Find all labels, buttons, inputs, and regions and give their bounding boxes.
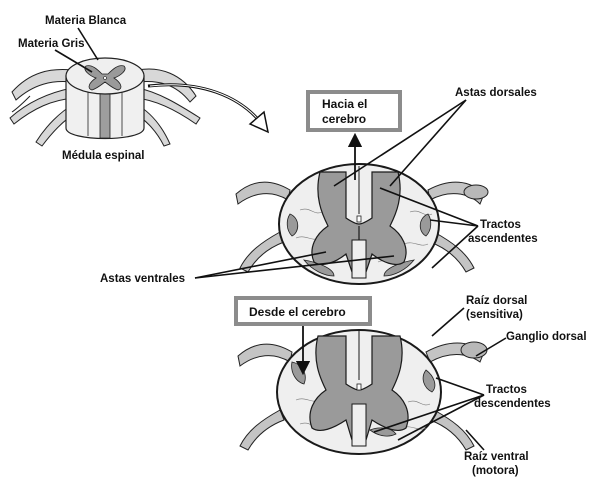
label-tractos-asc-1: Tractos: [480, 219, 521, 231]
leader-lines: [54, 27, 507, 451]
label-materia-blanca: Materia Blanca: [45, 15, 127, 27]
label-raiz-ventral-2: (motora): [472, 465, 519, 477]
cross-section-descending: [237, 329, 488, 455]
label-materia-gris: Materia Gris: [18, 38, 84, 50]
cord-segment-3d: [9, 57, 201, 147]
label-tractos-desc-1: Tractos: [486, 384, 527, 396]
cross-section-ascending: [235, 163, 489, 285]
box-desde-label: Desde el cerebro: [249, 305, 346, 319]
gray-matter-top-section: [311, 171, 407, 273]
box-hacia-line2: cerebro: [322, 112, 366, 126]
label-ganglio-dorsal: Ganglio dorsal: [506, 331, 587, 343]
label-medula-espinal: Médula espinal: [62, 150, 144, 162]
box-hacia-line1: Hacia el: [322, 97, 367, 111]
box-hacia-cerebro: Hacia el cerebro: [306, 90, 402, 132]
box-desde-cerebro: Desde el cerebro: [234, 296, 372, 326]
label-astas-dorsales: Astas dorsales: [455, 87, 537, 99]
label-tractos-asc-2: ascendentes: [468, 233, 538, 245]
label-raiz-dorsal-1: Raíz dorsal: [466, 295, 527, 307]
label-raiz-ventral-1: Raíz ventral: [464, 451, 529, 463]
label-raiz-dorsal-2: (sensitiva): [466, 309, 523, 321]
labels: Materia Blanca Materia Gris Médula espin…: [18, 15, 587, 477]
label-astas-ventrales: Astas ventrales: [100, 273, 185, 285]
label-tractos-desc-2: descendentes: [474, 398, 551, 410]
